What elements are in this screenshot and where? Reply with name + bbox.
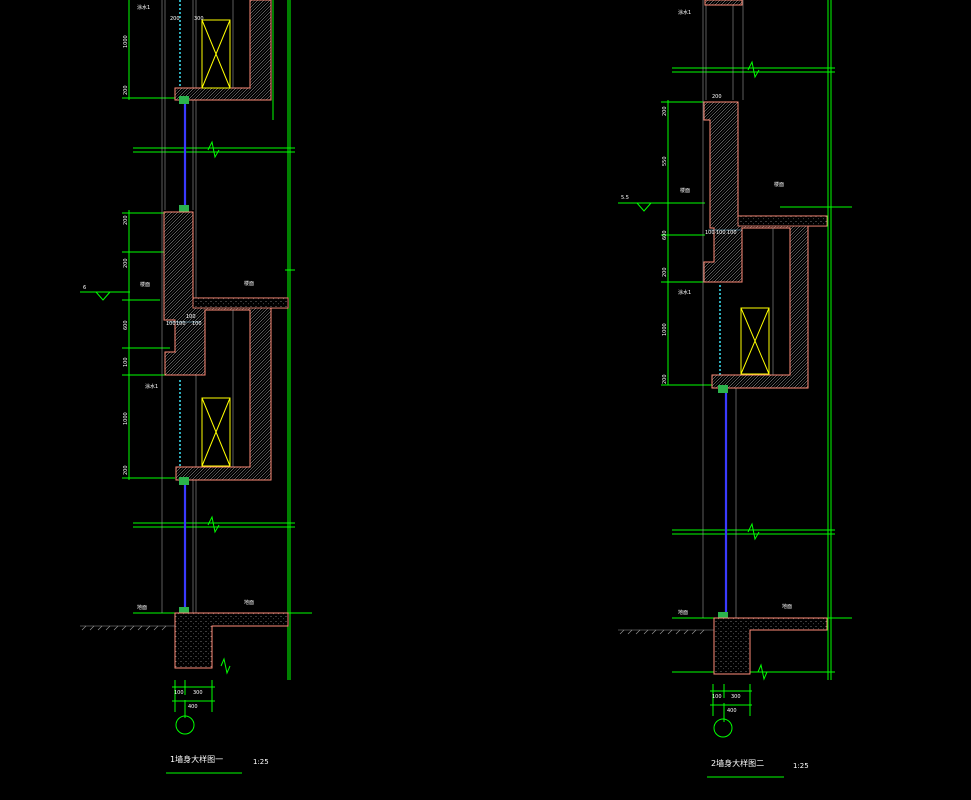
dim-axis-2: 400 [727,708,737,714]
label-floor-2a: 楼面 [774,181,784,188]
dim-bottom-2b: 300 [731,694,741,700]
dim-left-2d: 200 [662,267,668,277]
dim-top-1a: 200 [170,16,180,22]
dim-mid-1b: 100 [176,321,186,327]
label-water-1b: 涂水1 [145,383,158,390]
dim-left-2a: 200 [662,106,668,116]
dim-mid-2b: 100 [716,230,726,236]
label-floor-1c: 地面 [137,604,147,611]
drawing-title-2: 2墙身大样图二 [711,758,764,768]
dim-bottom-2a: 100 [712,694,722,700]
wall-block-middle-2 [703,101,828,620]
dim-bottom-1b: 300 [193,690,203,696]
dim-left-1a: 1000 [123,35,129,48]
label-floor-1b: 楼面 [140,281,150,288]
drawing-scale-1: 1:25 [253,758,269,766]
dim-left-1e: 600 [123,320,129,330]
axis-bubble-1 [175,715,195,735]
wall-block-upper-2 [704,0,743,6]
frame-node-1d [179,607,189,615]
annotations-1: 涂水1 涂水1 楼面 楼面 地面 地面 200 300 100 100 100 … [83,4,269,774]
annotations-2: 涂水1 涂水1 楼面 楼面 地面 地面 200 100 100 100 5.5 … [621,9,809,778]
dim-mid-2a: 100 [705,230,715,236]
label-floor-2c: 地面 [678,609,688,616]
dim-top-1b: 300 [194,16,204,22]
dim-left-2c: 600 [662,230,668,240]
axis-bubble-2 [713,718,733,738]
window-frame-lower-1 [201,397,231,467]
window-frame-2 [740,307,770,375]
frame-node-1a [179,96,189,104]
dim-left-1h: 200 [123,465,129,475]
label-water-2b: 涂水1 [678,289,691,296]
dim-mid-1d: 100 [192,321,202,327]
dim-mid-2c: 100 [727,230,737,236]
label-floor-1d: 地面 [244,599,254,606]
dimension-lines-1 [80,0,312,718]
window-glass-1 [179,0,187,612]
label-floor-1a: 楼面 [244,280,254,287]
frame-node-2a [718,385,728,393]
label-water-2a: 涂水1 [678,9,691,16]
dimension-lines-2 [618,0,852,722]
frame-node-2b [718,612,728,620]
frame-node-1c [179,477,189,485]
label-floor-2d: 地面 [782,603,792,610]
foundation-1 [80,612,289,735]
dim-left-1g: 1000 [123,412,129,425]
dim-left-2e: 1000 [662,323,668,336]
foundation-2 [618,617,828,738]
label-water-1a: 涂水1 [137,4,150,11]
window-frame-upper-1 [201,19,231,89]
dim-left-1d: 200 [123,258,129,268]
label-floor-2b: 楼面 [680,187,690,194]
dim-axis-1: 400 [188,704,198,710]
frame-node-1b [179,205,189,213]
dim-top-2a: 200 [712,94,722,100]
dim-left-1f: 100 [123,357,129,367]
dim-left-2f: 200 [662,374,668,384]
wall-section-drawing-2: 涂水1 涂水1 楼面 楼面 地面 地面 200 100 100 100 5.5 … [618,0,852,778]
wall-section-drawing-1: 涂水1 涂水1 楼面 楼面 地面 地面 200 300 100 100 100 … [80,0,312,774]
dim-left-1c: 200 [123,215,129,225]
elevation-mark-2: 5.5 [621,195,629,201]
dim-mid-1c: 100 [186,314,196,320]
dim-left-1b: 200 [123,85,129,95]
wall-block-upper-1 [174,0,272,213]
dim-left-2b: 550 [662,156,668,166]
drawing-scale-2: 1:25 [793,762,809,770]
wall-block-middle-1 [163,211,289,615]
wall-face-lines-2 [702,0,744,618]
dim-mid-1a: 100 [166,321,176,327]
drawing-title-1: 1墙身大样图一 [170,754,223,764]
dim-bottom-1a: 100 [174,690,184,696]
elevation-mark-1: 6 [83,285,86,291]
